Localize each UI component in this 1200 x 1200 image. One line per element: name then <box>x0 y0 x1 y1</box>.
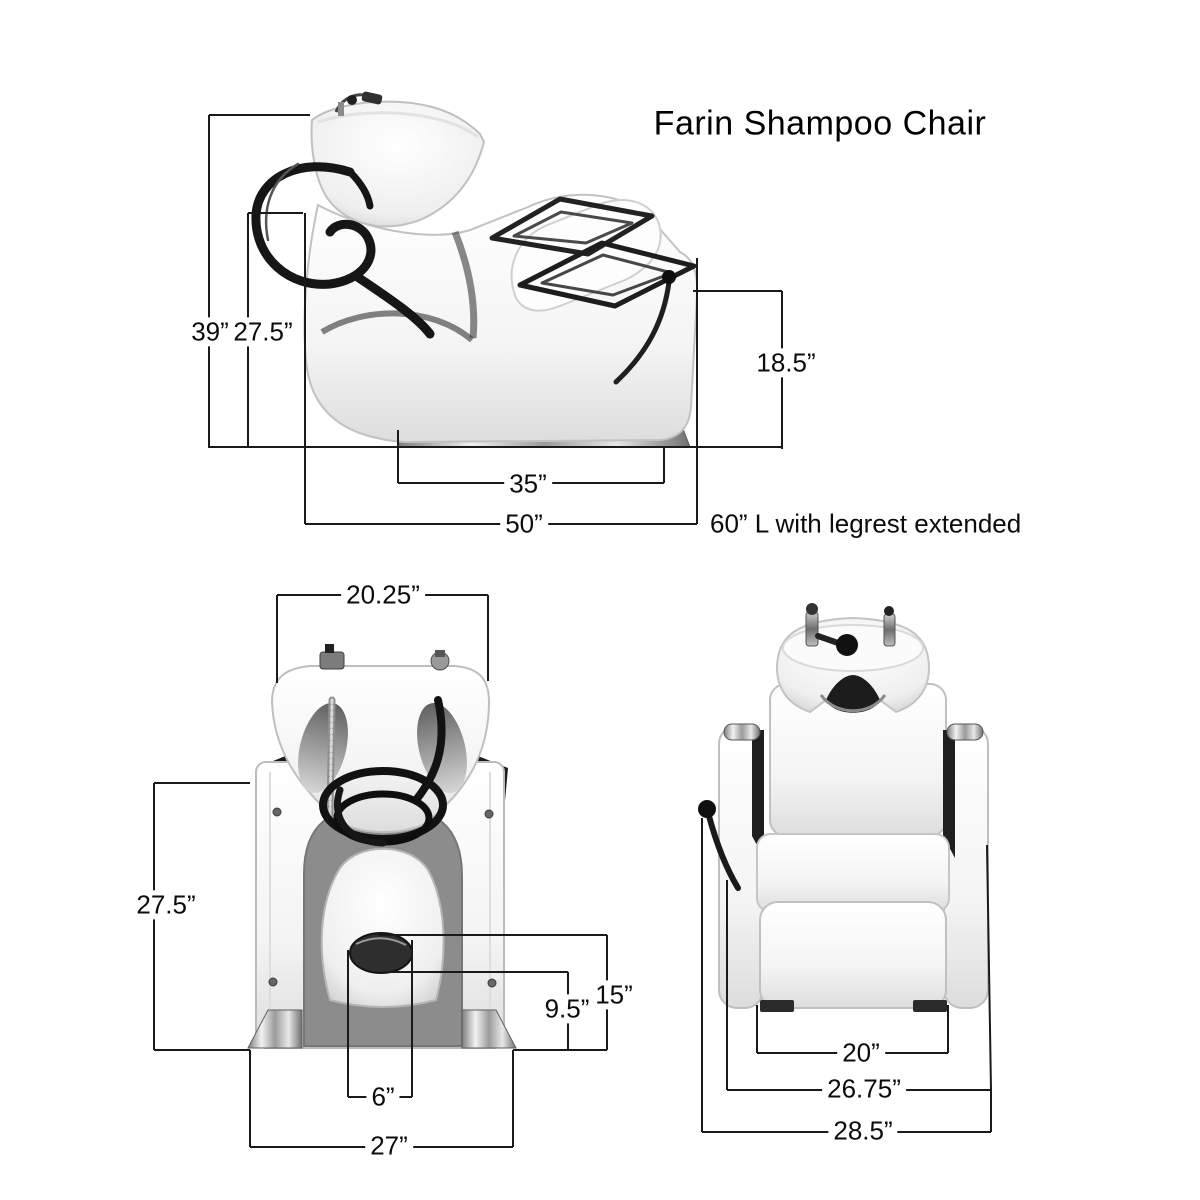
dim-label-rear-cabinet-height: 27.5” <box>131 890 201 920</box>
front-neck-rest <box>826 675 880 713</box>
front-armrest-left-cap <box>723 723 761 741</box>
rear-rim-fixtures <box>319 644 450 671</box>
side-hose <box>251 162 435 339</box>
front-neck-rest-ring <box>819 694 887 713</box>
front-legrest <box>759 901 947 1009</box>
side-view-illustration <box>251 91 699 448</box>
dim-label-side-overall-height: 39” <box>186 317 234 347</box>
dim-label-side-seat-height: 18.5” <box>751 348 821 378</box>
dim-label-rear-drain-top-height: 15” <box>590 980 638 1010</box>
dim-label-side-extended-length: 60” L with legrest extended <box>700 509 1024 539</box>
dim-label-rear-drain-width: 6” <box>366 1082 400 1112</box>
rear-bowl-hole-left <box>298 703 348 793</box>
front-foot-left <box>760 1000 794 1012</box>
rear-pedestal <box>320 847 445 1008</box>
front-pump-lever <box>698 800 741 891</box>
dim-label-rear-drain-center-height: 9.5” <box>539 994 595 1024</box>
dim-label-front-overall-width: 28.5” <box>828 1116 898 1146</box>
rear-hoses <box>319 696 447 847</box>
dim-label-side-overall-length: 50” <box>500 509 548 539</box>
side-shampoo-bowl <box>310 100 486 228</box>
dim-label-front-seat-width: 20” <box>837 1038 885 1068</box>
front-armrest-right-chrome <box>943 730 955 858</box>
page-title: Farin Shampoo Chair <box>653 104 987 143</box>
dim-label-rear-bowl-width: 20.25” <box>341 580 425 610</box>
rear-view-illustration <box>247 644 517 1049</box>
side-recline-handle <box>613 270 676 385</box>
front-seat <box>756 833 950 913</box>
side-bowl-seam <box>320 310 474 343</box>
side-bowl-rim <box>317 111 479 139</box>
front-foot-right <box>913 1000 947 1012</box>
dim-label-side-base-length: 35” <box>504 469 552 499</box>
dim-label-side-back-height: 27.5” <box>228 317 298 347</box>
front-view-illustration <box>698 603 989 1012</box>
side-pedestal-shadow <box>451 230 478 339</box>
side-faucet <box>334 91 383 116</box>
rear-drain-highlight <box>355 937 407 946</box>
front-armrest-right-cap <box>946 723 984 741</box>
dim-label-rear-base-width: 27” <box>365 1131 413 1161</box>
front-armrest-left-chrome <box>752 730 764 858</box>
dimension-lines-rear-view <box>153 594 608 1148</box>
rear-foot-left <box>247 1009 303 1049</box>
dim-line-26-75-right <box>986 844 992 1091</box>
dim-label-front-chair-width: 26.75” <box>822 1074 906 1104</box>
front-fixtures <box>805 603 896 656</box>
rear-foot-right <box>461 1009 517 1049</box>
rear-screws <box>268 807 497 988</box>
